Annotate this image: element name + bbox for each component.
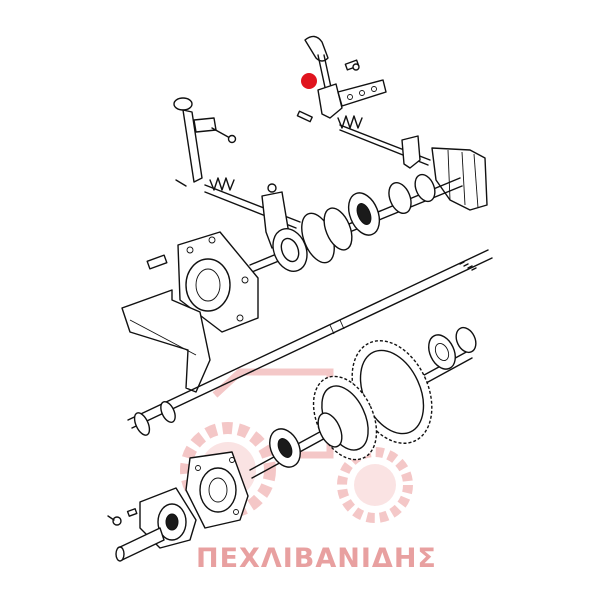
red-dot-marker [301, 73, 317, 89]
selector-rod-upper [337, 115, 488, 211]
bearing-housing-cover [146, 231, 259, 333]
countershaft-gears [249, 326, 477, 479]
watermark-brand-text: ΠΕΧΛΙΒΑΝΙΔΗΣ [196, 543, 437, 574]
long-shaft [127, 249, 493, 436]
selector-plate [337, 79, 387, 107]
shift-lever-top [304, 35, 360, 119]
output-seal-housing [107, 487, 197, 562]
main-shaft-upper [249, 173, 463, 273]
cover-plate [121, 289, 211, 393]
output-flange [185, 451, 249, 529]
shift-lever-left [173, 97, 237, 187]
gear-icon [337, 447, 413, 523]
pin [296, 110, 313, 123]
